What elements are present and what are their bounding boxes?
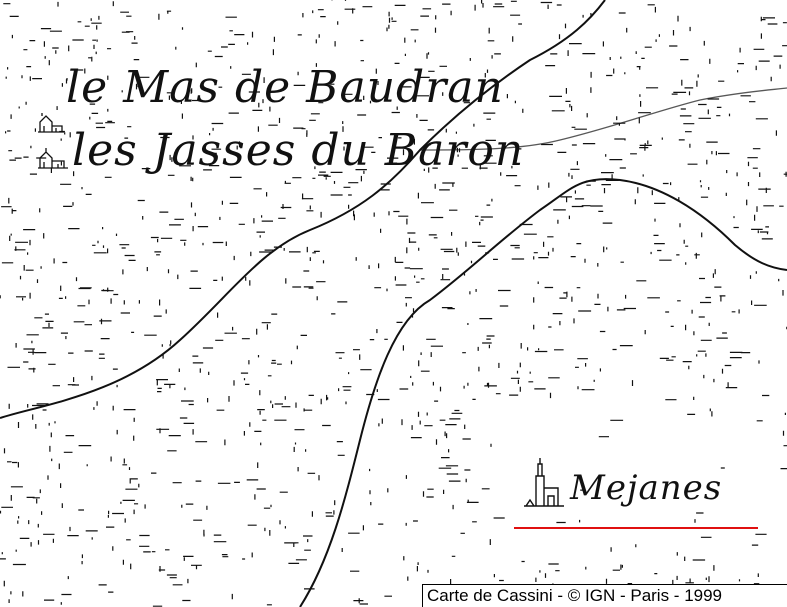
map-credit: Carte de Cassini - © IGN - Paris - 1999 — [422, 584, 787, 607]
river-bank-left — [0, 0, 606, 419]
place-label-mejanes: Mejanes — [570, 468, 723, 508]
place-label-jasses-du-baron: les Jasses du Baron — [72, 125, 525, 176]
hamlet-icon — [38, 113, 64, 133]
castle-tower-icon — [524, 458, 564, 507]
river-channel-upper — [419, 87, 787, 151]
place-label-mas-de-baudran: le Mas de Baudran — [66, 62, 504, 113]
river-bank-right — [299, 178, 787, 607]
hamlet-icon — [38, 148, 68, 169]
